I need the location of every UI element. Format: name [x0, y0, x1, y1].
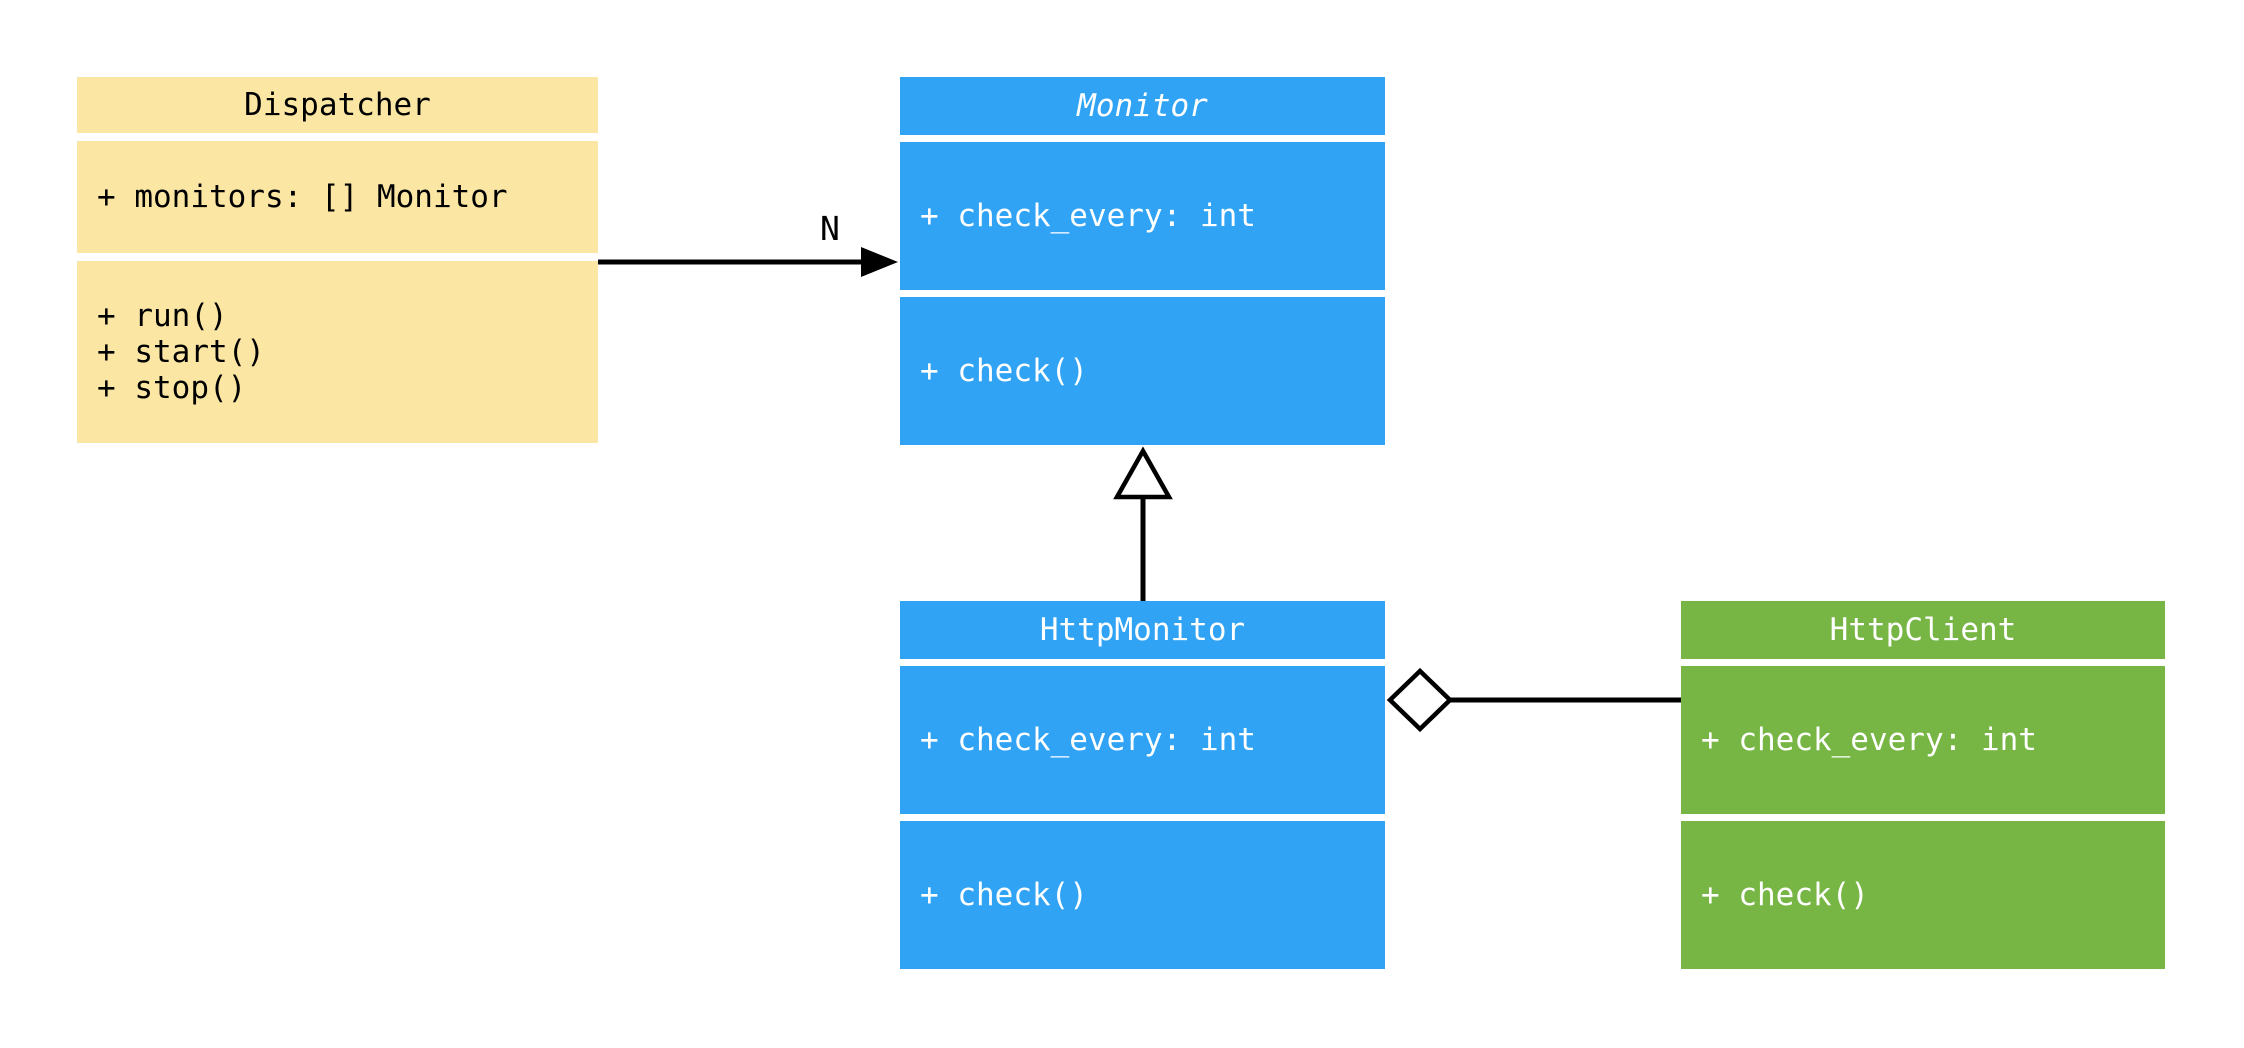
methods-section-httpmonitor: + check()	[900, 821, 1385, 969]
attributes-section-monitor: + check_every: int	[900, 142, 1385, 290]
attribute-item: + check_every: int	[920, 722, 1256, 758]
class-box-httpmonitor: HttpMonitor + check_every: int + check()	[900, 601, 1385, 969]
method-item: + check()	[920, 353, 1088, 389]
attributes-section-httpmonitor: + check_every: int	[900, 666, 1385, 814]
methods-section-dispatcher: + run() + start() + stop()	[77, 261, 598, 443]
methods-section-httpclient: + check()	[1681, 821, 2165, 969]
aggregation-diamond-icon	[1386, 667, 1454, 733]
class-title-httpmonitor: HttpMonitor	[900, 601, 1385, 659]
attributes-section-httpclient: + check_every: int	[1681, 666, 2165, 814]
attributes-section-dispatcher: + monitors: [] Monitor	[77, 141, 598, 253]
class-title-dispatcher: Dispatcher	[77, 77, 598, 133]
class-title-monitor: Monitor	[900, 77, 1385, 135]
inheritance-triangle-icon	[1113, 446, 1173, 500]
multiplicity-label: N	[820, 209, 840, 248]
class-title-httpclient: HttpClient	[1681, 601, 2165, 659]
method-item: + check()	[1701, 877, 1869, 913]
class-box-httpclient: HttpClient + check_every: int + check()	[1681, 601, 2165, 969]
method-item: + start()	[97, 334, 265, 370]
class-box-dispatcher: Dispatcher + monitors: [] Monitor + run(…	[77, 77, 598, 443]
attribute-item: + check_every: int	[1701, 722, 2037, 758]
association-arrowhead-icon	[861, 247, 898, 277]
method-item: + stop()	[97, 370, 247, 406]
methods-section-monitor: + check()	[900, 297, 1385, 445]
class-box-monitor: Monitor + check_every: int + check()	[900, 77, 1385, 445]
method-item: + run()	[97, 298, 228, 334]
attribute-item: + monitors: [] Monitor	[97, 179, 508, 215]
attribute-item: + check_every: int	[920, 198, 1256, 234]
method-item: + check()	[920, 877, 1088, 913]
